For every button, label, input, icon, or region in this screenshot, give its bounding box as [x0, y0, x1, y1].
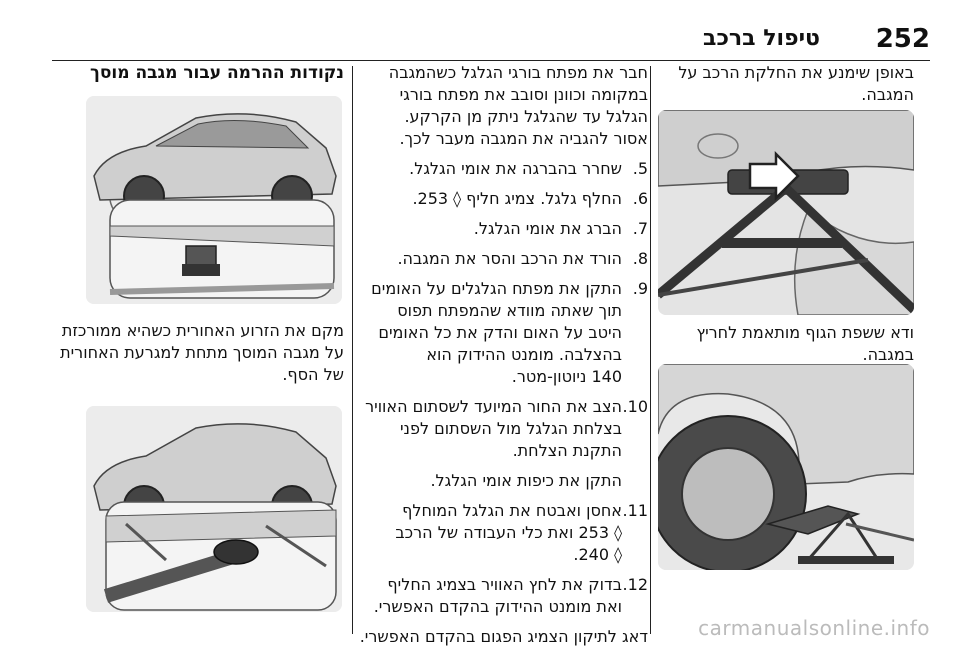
lifting-note: חבר את מפתח בורגי הגלגל כשהמגבה במקומה ו…: [388, 63, 648, 148]
right-column: באופן שימנע את החלקת הרכב על המגבה.: [652, 62, 914, 612]
left-caption: מקם את הזרוע האחורית כשהיא ממורכזת על מג…: [60, 321, 344, 384]
column-divider: [352, 66, 353, 634]
list-item: התקן את כיפות אומי הגלגל.: [430, 471, 622, 490]
car-lift-point-illustration-svg: [86, 96, 342, 304]
left-column: נקודות ההרמה עבור מגבה מוסך: [58, 62, 344, 612]
jack-wheel-illustration-svg: [658, 364, 914, 570]
list-item: 8. הורד את הרכב והסר את המגבה.: [397, 249, 648, 268]
steps-list: 5. שחרר בהברגה את אומי הגלגל. 6. החלף גל…: [358, 158, 648, 618]
list-item: 6. החלף גלגל. צמיג חליף ◊ 253.: [412, 189, 648, 208]
list-item: 9. התקן את מפתח הגלגלים על האומים תוך שא…: [371, 279, 648, 386]
page-header: 252 טיפול ברכב: [52, 20, 930, 61]
page-number: 252: [875, 24, 930, 54]
jack-wheel-illustration: [658, 364, 914, 570]
list-item: 5. שחרר בהברגה את אומי הגלגל.: [409, 159, 648, 178]
list-item: 11. אחסן ואבטח את הגלגל המוחלף ◊ 253 ואת…: [395, 501, 648, 564]
column-divider: [650, 66, 651, 634]
garage-jack-illustration-svg: [86, 406, 342, 612]
intro-text: באופן שימנע את החלקת הרכב על המגבה.: [678, 63, 914, 104]
right-caption: ודא ששפת הגוף מותאמת לחריץ במגבה.: [696, 323, 914, 364]
repair-note: דאג לתיקון הצמיג הפגום בהקדם האפשרי.: [359, 627, 648, 646]
list-item: 12. בדוק את לחץ האוויר בצמיג החליף ואת מ…: [373, 575, 648, 616]
watermark-text: carmanualsonline.info: [698, 616, 930, 640]
middle-column: חבר את מפתח בורגי הגלגל כשהמגבה במקומה ו…: [358, 62, 648, 646]
list-item: 10. הצב את החור המיועד לשסתום האוויר בצל…: [365, 397, 648, 460]
list-item: 7. הברג את אומי הגלגל.: [473, 219, 648, 238]
jack-sill-illustration-svg: [658, 110, 914, 315]
page-title: טיפול ברכב: [703, 26, 820, 51]
lift-points-heading: נקודות ההרמה עבור מגבה מוסך: [90, 63, 344, 83]
garage-jack-illustration: [86, 406, 342, 612]
jack-sill-illustration: [658, 110, 914, 315]
car-lift-point-illustration: [86, 96, 342, 304]
